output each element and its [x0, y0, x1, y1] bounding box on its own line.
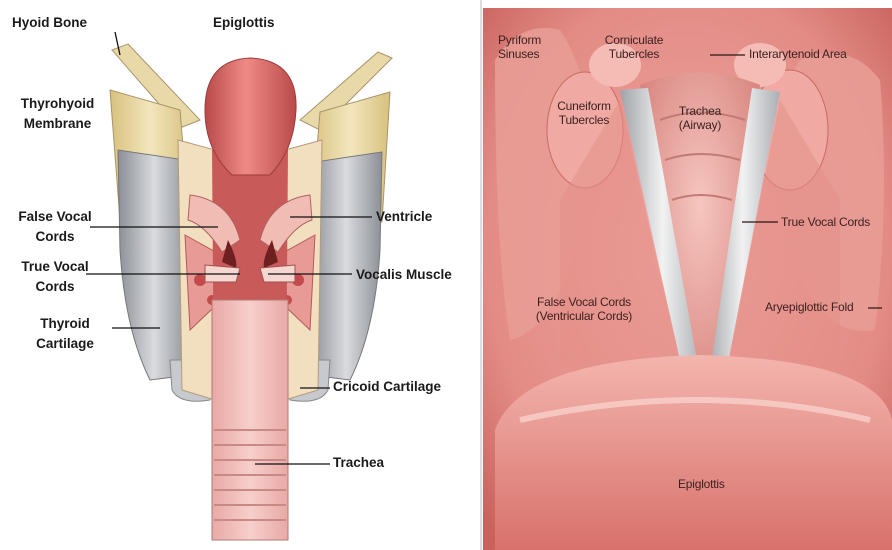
label-true-vocal-cords: True Vocal Cords: [12, 257, 98, 297]
label-aryepiglottic-fold: Aryepiglottic Fold: [765, 300, 853, 314]
label-pyriform-sinuses: Pyriform Sinuses: [498, 33, 541, 61]
label-false-vocal-cords-view: False Vocal Cords (Ventricular Cords): [524, 295, 644, 323]
label-interarytenoid-area: Interarytenoid Area: [749, 47, 847, 61]
label-cuneiform-tubercles: Cuneiform Tubercles: [548, 99, 620, 127]
label-thyroid-cartilage: Thyroid Cartilage: [22, 314, 108, 354]
label-ventricle: Ventricle: [376, 207, 432, 227]
label-true-vocal-cords-view: True Vocal Cords: [781, 215, 870, 229]
label-thyrohyoid-membrane: Thyrohyoid Membrane: [10, 94, 105, 134]
label-corniculate-tubercles: Corniculate Tubercles: [596, 33, 672, 61]
label-epiglottis: Epiglottis: [213, 13, 275, 33]
laryngoscopic-view-illustration: [483, 8, 892, 550]
label-vocalis-muscle: Vocalis Muscle: [356, 265, 452, 285]
label-trachea-airway: Trachea (Airway): [666, 104, 734, 132]
label-trachea: Trachea: [333, 453, 384, 473]
label-epiglottis-view: Epiglottis: [678, 477, 725, 491]
label-hyoid-bone: Hyoid Bone: [12, 13, 87, 33]
label-false-vocal-cords: False Vocal Cords: [12, 207, 98, 247]
label-cricoid-cartilage: Cricoid Cartilage: [333, 377, 441, 397]
